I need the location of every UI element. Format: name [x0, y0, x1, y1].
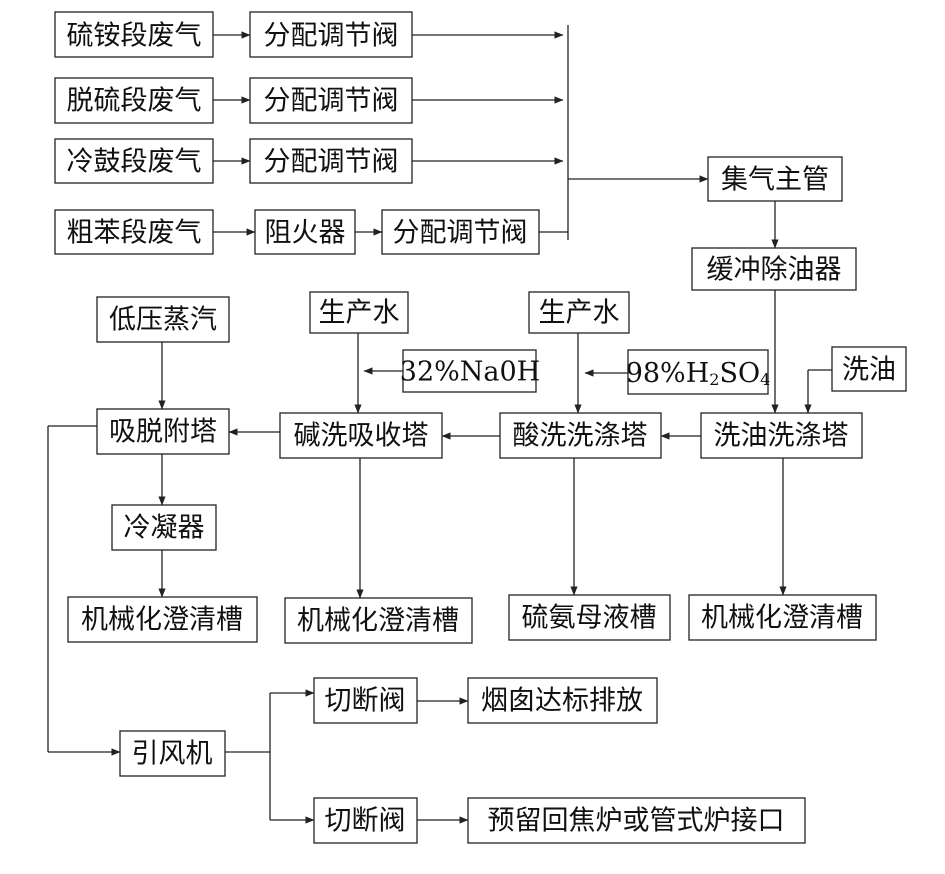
node-label: 分配调节阀 — [264, 21, 399, 52]
node-shutoff-valve-1: 切断阀 — [313, 677, 418, 724]
node-label: 引风机 — [132, 739, 213, 770]
node-label: 生产水 — [539, 298, 620, 329]
node-clarifier-2: 机械化澄清槽 — [284, 597, 473, 644]
node-label: 低压蒸汽 — [109, 305, 217, 336]
node-condenser: 冷凝器 — [111, 504, 217, 551]
node-label: 切断阀 — [325, 686, 406, 717]
node-label: 机械化澄清槽 — [297, 606, 459, 637]
node-label: 机械化澄清槽 — [701, 603, 863, 634]
node-valve-1: 分配调节阀 — [249, 11, 413, 58]
node-label: 预留回焦炉或管式炉接口 — [488, 806, 785, 837]
node-label: 切断阀 — [325, 806, 406, 837]
node-label: 硫铵段废气 — [67, 21, 202, 52]
node-tuoliu: 脱硫段废气 — [54, 77, 214, 124]
node-valve-2: 分配调节阀 — [249, 77, 413, 124]
node-label: 酸洗洗涤塔 — [513, 421, 648, 452]
node-label: 碱洗吸收塔 — [294, 421, 429, 452]
node-clarifier-1: 机械化澄清槽 — [67, 596, 258, 643]
node-flame-arrester: 阻火器 — [254, 209, 356, 255]
node-buffer-deoiler: 缓冲除油器 — [691, 247, 857, 291]
node-label: 冷凝器 — [124, 513, 205, 544]
node-label: 冷鼓段废气 — [67, 147, 202, 178]
node-shutoff-valve-2: 切断阀 — [313, 797, 418, 844]
node-liuan: 硫铵段废气 — [54, 11, 214, 58]
node-label: 粗苯段废气 — [67, 218, 202, 249]
node-acid-tower: 酸洗洗涤塔 — [499, 412, 662, 459]
node-label: 32%Na0H — [400, 357, 540, 388]
node-low-pressure-steam: 低压蒸汽 — [96, 296, 230, 343]
node-label: 缓冲除油器 — [707, 255, 842, 286]
node-label: 硫氨母液槽 — [522, 603, 657, 634]
node-clarifier-3: 机械化澄清槽 — [688, 594, 877, 641]
node-label: 分配调节阀 — [264, 86, 399, 117]
node-label: 98%H2SO4 — [626, 358, 771, 389]
connector-lines — [47, 25, 832, 824]
node-label: 集气主管 — [721, 165, 829, 196]
node-induced-draft-fan: 引风机 — [119, 730, 226, 777]
node-production-water-2: 生产水 — [528, 291, 630, 334]
node-main-pipe: 集气主管 — [707, 156, 843, 202]
node-label: 洗油 — [842, 355, 896, 386]
node-label: 脱硫段废气 — [67, 86, 202, 117]
node-denggu: 冷鼓段废气 — [54, 138, 214, 184]
node-label: 分配调节阀 — [393, 218, 528, 249]
node-label: 阻火器 — [265, 218, 346, 249]
node-h2so4: 98%H2SO4 — [626, 349, 771, 395]
node-label: 分配调节阀 — [264, 147, 399, 178]
node-ammonium-mother-liquor-tank: 硫氨母液槽 — [508, 594, 671, 641]
node-naoh: 32%Na0H — [400, 349, 540, 393]
node-label: 生产水 — [319, 298, 400, 329]
node-reserved-interface: 预留回焦炉或管式炉接口 — [467, 797, 806, 844]
node-chimney-discharge: 烟囱达标排放 — [467, 677, 658, 724]
node-valve-4: 分配调节阀 — [381, 209, 540, 255]
node-alkali-tower: 碱洗吸收塔 — [279, 412, 443, 459]
node-label: 烟囱达标排放 — [481, 686, 643, 717]
node-label: 吸脱附塔 — [109, 417, 217, 448]
node-production-water-1: 生产水 — [309, 291, 409, 334]
node-cuben: 粗苯段废气 — [54, 209, 214, 255]
node-wash-oil: 洗油 — [831, 346, 907, 392]
node-adsorption-tower: 吸脱附塔 — [96, 408, 230, 455]
node-label: 机械化澄清槽 — [81, 605, 243, 636]
node-valve-3: 分配调节阀 — [249, 138, 413, 184]
node-label: 洗油洗涤塔 — [714, 421, 849, 452]
node-oil-wash-tower: 洗油洗涤塔 — [700, 412, 863, 459]
